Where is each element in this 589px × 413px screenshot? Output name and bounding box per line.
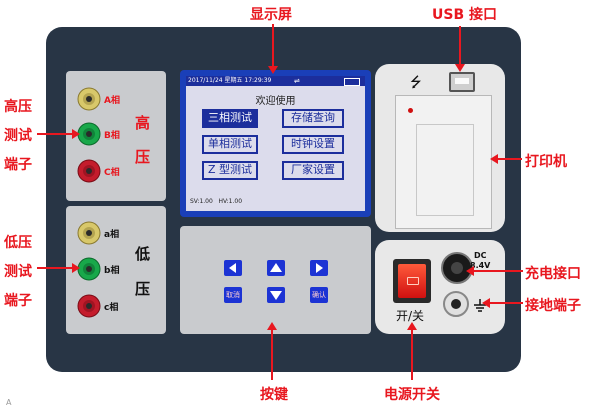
hv-terminal-a-label: A相 xyxy=(104,96,120,106)
callout-ground: 接地端子 xyxy=(525,298,581,314)
menu-single-phase-test[interactable]: 单相测试 xyxy=(202,135,258,154)
usb-symbol-icon: ⭍ xyxy=(410,75,422,91)
arrow-up-icon[interactable] xyxy=(267,260,285,276)
menu-z-type-test[interactable]: Z 型测试 xyxy=(202,161,258,180)
menu-clock-settings[interactable]: 时钟设置 xyxy=(282,135,344,154)
callout-hv-line3: 端子 xyxy=(4,157,32,173)
hv-terminal-b[interactable] xyxy=(77,122,101,146)
power-switch-rocker xyxy=(398,264,426,298)
lv-terminal-c[interactable] xyxy=(77,294,101,318)
status-bar xyxy=(186,76,365,86)
lv-terminal-a[interactable] xyxy=(77,221,101,245)
lv-terminal-b[interactable] xyxy=(77,257,101,281)
screen-content: 2017/11/24 星期五 17:29:39 ⇌ 欢迎使用 三相测试 存储查询… xyxy=(186,76,365,211)
arrow-down-icon[interactable] xyxy=(267,287,285,303)
callout-printer: 打印机 xyxy=(525,154,567,170)
printer-indicator-icon xyxy=(408,108,413,113)
power-switch[interactable] xyxy=(393,259,431,303)
printer-cover xyxy=(416,124,474,216)
callout-lv-line3: 端子 xyxy=(4,293,32,309)
lv-terminal-a-label: a相 xyxy=(104,230,120,240)
callout-hv-line1: 高压 xyxy=(4,99,32,115)
arrow-right-icon[interactable] xyxy=(310,260,328,276)
terminal-b-icon xyxy=(77,257,101,281)
lv-terminal-c-label: c相 xyxy=(104,303,119,313)
status-datetime: 2017/11/24 星期五 17:29:39 xyxy=(188,77,272,84)
terminal-c-icon xyxy=(77,294,101,318)
callout-lv-line2: 测试 xyxy=(4,264,32,280)
callout-keys: 按键 xyxy=(260,387,288,403)
menu-factory-settings[interactable]: 厂家设置 xyxy=(282,161,344,180)
hv-title-char-1: 高 xyxy=(135,114,151,132)
usb-status-icon: ⇌ xyxy=(294,77,300,85)
lv-terminal-b-label: b相 xyxy=(104,266,120,276)
terminal-c-icon xyxy=(77,159,101,183)
hv-title-char-2: 压 xyxy=(135,148,151,166)
lv-title-char-2: 压 xyxy=(135,280,151,298)
lv-title-char-1: 低 xyxy=(135,245,151,263)
battery-icon xyxy=(344,78,360,86)
terminal-a-icon xyxy=(77,87,101,111)
terminal-b-icon xyxy=(77,122,101,146)
arrow-left-icon[interactable] xyxy=(224,260,242,276)
hv-terminal-a[interactable] xyxy=(77,87,101,111)
dc-voltage-label: 8.4V xyxy=(470,261,491,270)
usb-port-slot xyxy=(455,78,469,84)
confirm-button[interactable]: 确认 xyxy=(310,287,328,303)
charging-port[interactable] xyxy=(441,252,473,284)
callout-power: 电源开关 xyxy=(384,387,440,403)
printer-paper-slot[interactable] xyxy=(395,95,492,229)
charging-port-inner xyxy=(451,262,463,274)
ground-terminal[interactable] xyxy=(443,291,469,317)
hv-terminal-c-label: C相 xyxy=(104,168,120,178)
hv-terminal-c[interactable] xyxy=(77,159,101,183)
hv-terminal-b-label: B相 xyxy=(104,131,120,141)
terminal-a-icon xyxy=(77,221,101,245)
callout-hv-line2: 测试 xyxy=(4,128,32,144)
display-screen: 2017/11/24 星期五 17:29:39 ⇌ 欢迎使用 三相测试 存储查询… xyxy=(180,70,371,217)
power-switch-label: 开/关 xyxy=(396,309,425,323)
confirm-button-label: 确认 xyxy=(312,291,326,299)
ground-terminal-hole xyxy=(451,299,461,309)
cancel-button[interactable]: 取消 xyxy=(224,287,242,303)
version-footer: SV:1.00 HV:1.00 xyxy=(190,198,243,205)
callout-lv-line1: 低压 xyxy=(4,235,32,251)
callout-usb: USB 接口 xyxy=(432,7,497,23)
callout-display: 显示屏 xyxy=(250,7,292,23)
ground-symbol-icon xyxy=(473,298,487,312)
menu-storage-query[interactable]: 存储查询 xyxy=(282,109,344,128)
cancel-button-label: 取消 xyxy=(226,291,240,299)
footnote-mark: A xyxy=(6,398,12,407)
callout-charge: 充电接口 xyxy=(525,266,581,282)
keypad-panel xyxy=(180,226,371,334)
usb-port[interactable] xyxy=(449,72,475,92)
menu-three-phase-test[interactable]: 三相测试 xyxy=(202,109,258,128)
power-symbol-icon xyxy=(407,277,419,285)
dc-label: DC xyxy=(474,251,487,260)
welcome-text: 欢迎使用 xyxy=(255,96,296,107)
